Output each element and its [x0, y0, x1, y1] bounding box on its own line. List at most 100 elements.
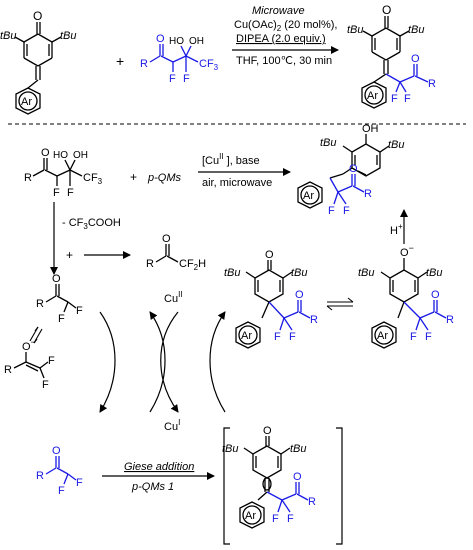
plus-sign: +: [66, 248, 73, 262]
ar-label: Ar: [303, 190, 314, 202]
atom-label: O−: [400, 243, 414, 259]
svg-text:CF3: CF3: [83, 172, 103, 186]
cu-ii-label: CuII: [164, 290, 183, 305]
equilibrium-arrows: [326, 297, 354, 311]
condition-text: Cu(OAc)2 (20 mol%),: [234, 19, 337, 33]
atom-label: O: [263, 425, 272, 437]
atom-label: F: [343, 205, 350, 217]
atom-label: F: [48, 355, 55, 367]
pqm-reactant: [14, 22, 62, 115]
cycle-arrow: [149, 311, 166, 413]
atom-label: OH: [362, 123, 379, 135]
condition-text: DIPEA (2.0 equiv.): [236, 33, 326, 45]
pqm-label: p-QMs: [147, 172, 182, 184]
atom-label: O: [382, 3, 391, 17]
condition-text: Microwave: [252, 5, 305, 17]
atom-label: 3: [98, 177, 103, 186]
radical-intermediate: [235, 260, 311, 349]
tbu-label: tBu: [408, 24, 425, 36]
atom-label: F: [67, 187, 74, 199]
phenol-product: [297, 134, 390, 209]
cycle-arrow: [99, 311, 116, 413]
atom-label: HO: [53, 150, 68, 161]
atom-label: O: [52, 445, 61, 457]
tbu-label: tBu: [0, 30, 17, 42]
tbu-label: tBu: [222, 443, 239, 455]
difluoroacetyl-species: [45, 284, 77, 313]
ar-label: Ar: [241, 330, 252, 342]
atom-label: R: [446, 314, 454, 326]
condition-text: Giese addition: [124, 461, 194, 473]
atom-label: F: [169, 73, 176, 85]
atom-label: F: [328, 205, 335, 217]
tbu-label: tBu: [320, 137, 337, 149]
atom-label: R: [4, 364, 12, 376]
atom-label: O−: [22, 337, 36, 353]
tbu-label: tBu: [60, 30, 77, 42]
atom-label: R: [36, 470, 44, 482]
condition-text: air, microwave: [202, 177, 272, 189]
diol-reagent: [32, 158, 83, 186]
ar-label: Ar: [367, 90, 378, 102]
tbu-label: tBu: [291, 267, 308, 279]
atom-label: HO: [169, 36, 184, 47]
atom-label: F: [410, 331, 417, 343]
atom-label: F: [76, 477, 83, 489]
plus-sign: +: [116, 53, 124, 69]
atom-label: F: [58, 313, 65, 325]
atom-label: F: [183, 73, 190, 85]
atom-label: R: [36, 298, 44, 310]
atom-label: O: [265, 249, 274, 261]
ar-label: Ar: [245, 510, 256, 522]
atom-label: F: [58, 485, 65, 497]
atom-label: F: [391, 93, 398, 105]
condition-text: THF, 100℃, 30 min: [236, 55, 332, 67]
tbu-label: tBu: [224, 267, 241, 279]
tbu-label: tBu: [358, 267, 375, 279]
atom-label: F: [53, 187, 60, 199]
condition-text: p-QMs 1: [131, 481, 174, 493]
difluoromethyl-ketone: [155, 244, 179, 263]
atom-label: O: [156, 33, 165, 45]
cu-i-label: CuI: [164, 418, 180, 433]
atom-label: CF: [199, 58, 214, 70]
tbu-label: tBu: [347, 24, 364, 36]
svg-text:CF3: CF3: [199, 58, 219, 72]
atom-label: R: [364, 188, 372, 200]
atom-label: F: [287, 513, 294, 525]
condition-text: - CF3COOH: [62, 217, 121, 231]
atom-label: R: [428, 78, 436, 90]
atom-label: R: [146, 258, 154, 270]
atom-label: F: [272, 513, 279, 525]
atom-label: F: [425, 331, 432, 343]
cycle-arrow: [160, 311, 179, 413]
atom-label: R: [24, 172, 32, 184]
atom-label: F: [274, 331, 281, 343]
enolate: [13, 352, 49, 379]
atom-label: R: [308, 496, 316, 508]
atom-label: CF: [83, 172, 98, 184]
atom-label: F: [42, 379, 49, 391]
ar-label: Ar: [377, 330, 388, 342]
difluoroacyl-radical: [45, 456, 77, 485]
cycle-arrow: [209, 311, 226, 413]
atom-label: 3: [214, 63, 219, 72]
plus-sign: +: [130, 170, 137, 184]
atom-label: R: [140, 58, 148, 70]
atom-label: R: [310, 314, 318, 326]
atom-label: 2: [194, 263, 199, 272]
equilibrium-arrows: [29, 326, 43, 344]
atom-label: O: [162, 233, 171, 245]
atom-label: CF: [179, 258, 194, 270]
ar-label: Ar: [21, 96, 32, 108]
atom-label: H: [198, 258, 206, 270]
svg-text:CF2H: CF2H: [179, 258, 206, 272]
phenoxide-anion: [371, 258, 447, 349]
condition-text: [CuII ], base: [202, 152, 260, 167]
atom-label: O: [41, 147, 50, 159]
difluoro-diol-reactant: [149, 44, 199, 72]
atom-label: O: [33, 9, 42, 23]
atom-label: O: [431, 289, 440, 301]
atom-label: OH: [73, 150, 88, 161]
